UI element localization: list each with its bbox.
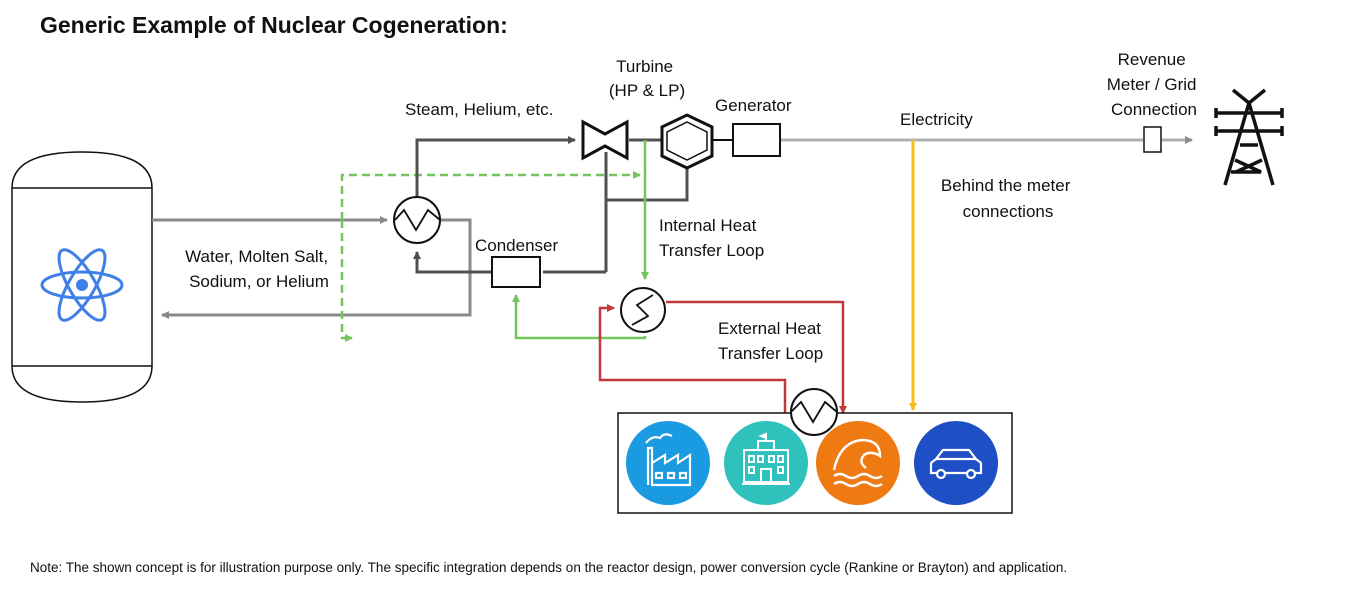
wave-icon <box>816 421 900 505</box>
green-dashed-bypass <box>340 171 641 342</box>
generator-box <box>732 123 781 157</box>
atom-icon <box>40 248 124 322</box>
revenue-meter <box>1143 126 1162 153</box>
lp-turbine <box>660 113 714 170</box>
car-icon <box>914 421 998 505</box>
external-loop-label: External Heat Transfer Loop <box>718 319 826 363</box>
electricity-label: Electricity <box>900 110 973 129</box>
heat-exchanger-primary <box>393 196 441 244</box>
illustration-note: Note: The shown concept is for illustrat… <box>30 560 1068 575</box>
heat-exchanger-internal <box>620 287 666 333</box>
hp-turbine <box>581 119 629 161</box>
internal-heat-loop <box>512 140 649 340</box>
heat-exchanger-external <box>790 388 838 436</box>
transmission-tower-icon <box>1214 88 1284 186</box>
condenser-label: Condenser <box>475 236 559 255</box>
steam-label: Steam, Helium, etc. <box>405 100 553 119</box>
turbine-label: Turbine (HP & LP) <box>609 57 685 100</box>
power-cycle-loop <box>413 136 689 274</box>
generator-label: Generator <box>715 96 792 115</box>
building-icon <box>724 421 808 505</box>
factory-icon <box>626 421 710 505</box>
primary-loop <box>152 216 472 319</box>
external-heat-loop <box>598 300 847 414</box>
reactor-vessel <box>11 151 153 403</box>
page-title: Generic Example of Nuclear Cogeneration: <box>40 12 508 38</box>
behind-meter-label: Behind the meter connections <box>941 176 1075 221</box>
internal-loop-label: Internal Heat Transfer Loop <box>659 216 764 260</box>
condenser-box <box>491 256 541 288</box>
revenue-meter-label: Revenue Meter / Grid Connection <box>1107 50 1201 119</box>
coolant-label: Water, Molten Salt, Sodium, or Helium <box>185 247 333 291</box>
